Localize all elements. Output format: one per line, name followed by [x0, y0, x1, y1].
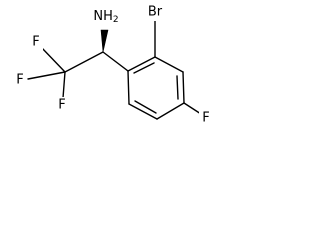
- ring-bond-c6-c1: [127, 70, 130, 105]
- ring-double-bond-c3-c4: [176, 75, 179, 100]
- bond-c-f-bottom: [62, 71, 66, 99]
- nh2-label: NH2: [93, 9, 118, 26]
- stereo-wedge-bond: [100, 29, 109, 53]
- f-label-left-bg: [13, 72, 27, 88]
- br-label: Br: [148, 5, 163, 20]
- ring-bond-c5-c6: [128, 103, 158, 120]
- ring-bond-c2-c3: [154, 56, 184, 73]
- bonds: [27, 19, 202, 120]
- ring-bond-c3-c4: [182, 71, 185, 104]
- br-label-bg: [142, 3, 168, 21]
- bond-c-f-left: [27, 71, 66, 80]
- f-label-bottom-bg: [55, 97, 69, 113]
- bond-chiral-ring: [102, 51, 129, 72]
- atom-labels: NH2 Br F F F F: [13, 3, 213, 126]
- ring-double-bond-c5-c6: [134, 100, 157, 114]
- ring-bond-c4-c5: [156, 102, 185, 120]
- fluorine-label-ring: F: [202, 111, 209, 126]
- bond-c-f-top: [40, 46, 66, 73]
- fluorine-label-left: F: [16, 73, 23, 88]
- bond-chiral-cf3: [64, 51, 104, 73]
- f-label-ring-bg: [199, 110, 213, 126]
- fluorine-label-bottom: F: [58, 98, 65, 113]
- nh2-label-bg: [89, 6, 123, 26]
- ring-bond-c1-c2: [127, 56, 156, 72]
- fluorine-label-top: F: [32, 35, 39, 50]
- molecule-diagram: NH2 Br F F F F: [13, 3, 213, 126]
- bond-ring-f: [183, 102, 202, 115]
- ring-double-bond-c1-c2: [133, 62, 155, 74]
- f-label-top-bg: [29, 34, 43, 50]
